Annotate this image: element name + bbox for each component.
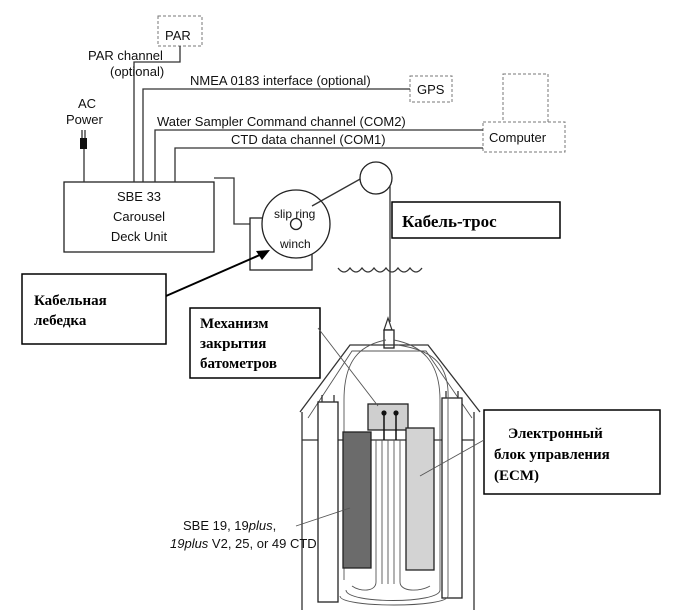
- ctd-data-label: CTD data channel (COM1): [231, 132, 386, 147]
- winch-arrow-line: [165, 253, 263, 297]
- frame-top: [299, 344, 481, 413]
- slip-ring-label: slip ring: [274, 207, 315, 221]
- ctd-label-line-2: 19plus V2, 25, or 49 CTD: [170, 536, 317, 551]
- winch-arrowhead: [256, 250, 270, 260]
- ctd-leader: [295, 507, 351, 527]
- callout-cable: Кабель-трос: [402, 212, 497, 231]
- callout-cable-box: [391, 201, 561, 239]
- deck-unit-line-1: SBE 33: [117, 189, 161, 204]
- ctd-instrument: [342, 431, 372, 569]
- ecm-leader: [419, 439, 485, 477]
- release-mechanism: [367, 403, 409, 431]
- winch-hub: [289, 217, 303, 231]
- par-label: PAR: [165, 28, 191, 43]
- ac-label: AC: [78, 96, 96, 111]
- callout-ecm-line-3: (ECM): [494, 468, 539, 484]
- nmea-label: NMEA 0183 interface (optional): [190, 73, 371, 88]
- callout-mechanism-line-3: батометров: [200, 356, 277, 372]
- callout-winch-line-1: Кабельная: [34, 293, 107, 309]
- sheave-icon: [359, 161, 393, 195]
- ac-plug-icon: [80, 138, 87, 149]
- computer-base-box: [482, 121, 566, 153]
- gps-box: [409, 75, 453, 103]
- par-channel-optional: (optional): [110, 64, 164, 79]
- deck-unit-box: [63, 181, 215, 253]
- callout-mechanism-line-2: закрытия: [200, 336, 266, 352]
- ctd-data-wire: [174, 147, 483, 182]
- callout-ecm-line-2: блок управления: [494, 447, 610, 463]
- ctd-label-line-1: SBE 19, 19plus,: [183, 518, 276, 533]
- callout-winch-box: [21, 273, 167, 345]
- computer-screen-box: [502, 73, 549, 123]
- callout-mechanism-box: [189, 307, 321, 379]
- callout-mechanism-line-1: Механизм: [200, 316, 268, 332]
- callout-ecm-line-1: Электронный: [508, 426, 603, 442]
- par-wire: [133, 46, 181, 182]
- cable-loop-2: [343, 339, 387, 580]
- callout-winch-line-2: лебедка: [34, 313, 87, 329]
- water-sampler-label: Water Sampler Command channel (COM2): [157, 114, 406, 129]
- deck-to-slipring-wire: [214, 177, 264, 225]
- water-sampler-wire: [154, 129, 483, 182]
- gps-label: GPS: [417, 82, 445, 97]
- cable-to-sheave: [311, 177, 363, 207]
- callout-ecm-box: [483, 409, 661, 495]
- power-label: Power: [66, 112, 104, 127]
- sampler-bottle-right: [441, 397, 463, 599]
- mechanism-leader: [317, 327, 379, 407]
- cable-termination: [383, 316, 393, 331]
- sampler-bottle-left: [317, 401, 339, 603]
- deck-unit-line-3: Deck Unit: [111, 229, 168, 244]
- ecm-module: [405, 427, 435, 571]
- par-sensor-box: [157, 15, 203, 47]
- par-channel-label: PAR channel: [88, 48, 163, 63]
- water-surface: [337, 266, 423, 273]
- termination-body: [383, 329, 395, 349]
- computer-label: Computer: [489, 130, 547, 145]
- deck-unit-line-2: Carousel: [113, 209, 165, 224]
- winch-label: winch: [279, 237, 311, 251]
- nmea-wire: [142, 88, 410, 182]
